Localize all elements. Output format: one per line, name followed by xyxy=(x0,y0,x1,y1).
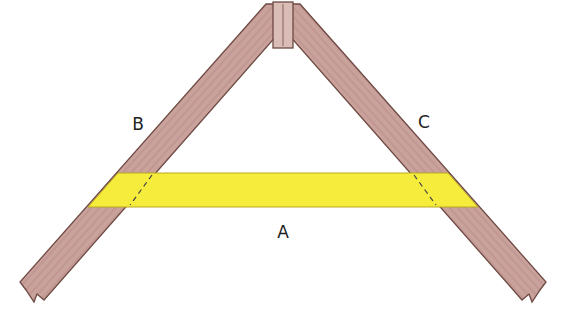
hidden-edge xyxy=(130,175,152,205)
left-rafter xyxy=(20,4,278,302)
ridge-line xyxy=(283,4,284,46)
right-rafter xyxy=(288,4,546,302)
hidden-edge xyxy=(414,175,436,205)
part-label: C xyxy=(418,114,430,131)
part-label: B xyxy=(132,116,144,133)
ridge-block xyxy=(273,2,293,48)
part-label: A xyxy=(277,224,289,241)
collar-tie xyxy=(88,173,478,207)
